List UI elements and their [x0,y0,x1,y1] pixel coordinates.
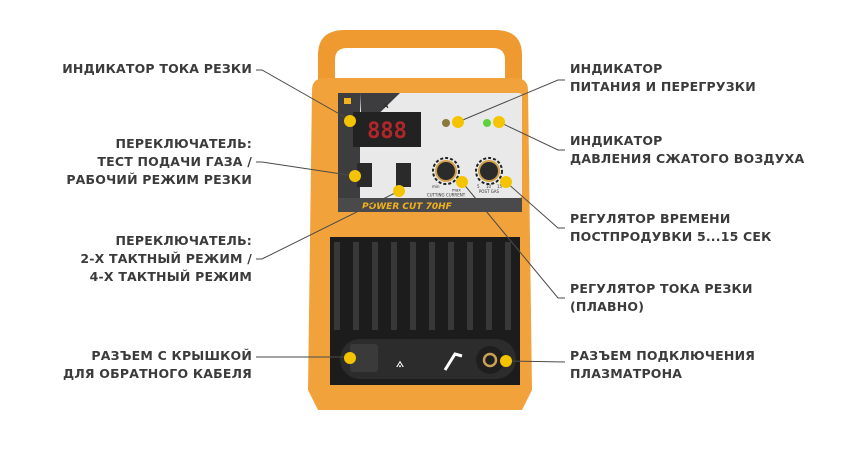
callout-dot [349,170,361,182]
gas-test-switch[interactable] [357,163,372,187]
label-pressure-indicator: ИНДИКАТОР [570,133,663,148]
vent-slot [505,242,511,330]
label-trigger-switch: ПЕРЕКЛЮЧАТЕЛЬ: [115,233,252,248]
label-gas-test-switch: ПЕРЕКЛЮЧАТЕЛЬ: [115,136,252,151]
plasma-cutter-device: A 888 CUTTING CURRENT min max POST GAS 5… [308,30,532,410]
vent-slot [467,242,473,330]
torch-socket[interactable] [476,346,504,374]
label-post-gas-knob: ПОСТПРОДУВКИ 5...15 СЕК [570,229,772,244]
knob2-mark: 5 [477,184,480,189]
vent-slot [353,242,359,330]
label-current-knob: (ПЛАВНО) [570,299,644,314]
vent-slot [372,242,378,330]
leader-line [461,181,565,299]
leader-line [498,121,565,151]
air-pressure-led [483,119,491,127]
label-power-indicator: ИНДИКАТОР [570,61,663,76]
vent-slot [448,242,454,330]
label-trigger-switch: 2-Х ТАКТНЫЙ РЕЖИМ / [80,251,252,266]
cutting-current-knob[interactable] [435,160,457,182]
label-gas-test-switch: ТЕСТ ПОДАЧИ ГАЗА / [97,154,252,169]
knob1-max: max [452,188,461,193]
callout-dot [500,176,512,188]
callout-dot [344,115,356,127]
label-torch-socket: РАЗЪЕМ ПОДКЛЮЧЕНИЯ [570,348,755,363]
model-name: POWER CUT 70HF [362,202,453,212]
leader-line [505,181,565,229]
model-strip [338,198,522,212]
logo-badge [344,98,351,104]
callout-dot [456,176,468,188]
label-post-gas-knob: РЕГУЛЯТОР ВРЕМЕНИ [570,211,731,226]
label-gas-test-switch: РАБОЧИЙ РЕЖИМ РЕЗКИ [66,172,252,187]
knob2-mark: 10 [486,184,492,189]
display-unit: A [383,102,389,110]
trigger-mode-switch[interactable] [396,163,411,187]
vent-slot [391,242,397,330]
vent-slots [334,242,511,330]
callout-dot [452,116,464,128]
vent-slot [429,242,435,330]
label-pressure-indicator: ДАВЛЕНИЯ СЖАТОГО ВОЗДУХА [570,151,804,166]
label-torch-socket: ПЛАЗМАТРОНА [570,366,682,381]
knob1-scale [432,157,460,185]
vent-slot [486,242,492,330]
handle [318,30,522,95]
leader-line [457,79,565,123]
return-cable-socket[interactable] [350,344,378,372]
knob2-mark: 15 [497,184,503,189]
callout-dot [493,116,505,128]
callout-dot [393,185,405,197]
label-power-indicator: ПИТАНИЯ И ПЕРЕГРУЗКИ [570,79,756,94]
knob1-min: min [432,184,440,189]
torch-socket-ring [482,352,498,368]
leader-lines [256,69,566,363]
current-display [353,112,421,147]
label-current-knob: РЕГУЛЯТОР ТОКА РЕЗКИ [570,281,753,296]
right-callouts: ИНДИКАТОР ПИТАНИЯ И ПЕРЕГРУЗКИ ИНДИКАТОР… [570,61,804,381]
knob2-caption: POST GAS [479,189,500,194]
leader-line [256,69,351,121]
post-gas-knob[interactable] [478,160,500,182]
callout-dot [344,352,356,364]
power-overload-led [442,119,450,127]
clamp-icon: ⟑ [396,355,405,371]
leader-line [256,161,356,177]
label-trigger-switch: 4-Х ТАКТНЫЙ РЕЖИМ [90,269,252,284]
knob1-caption: CUTTING CURRENT [427,193,466,198]
torch-icon [443,352,463,371]
connector-panel [340,339,516,379]
vent-slot [410,242,416,330]
callout-dot [500,355,512,367]
label-return-socket: РАЗЪЕМ С КРЫШКОЙ [91,348,252,363]
label-return-socket: ДЛЯ ОБРАТНОГО КАБЕЛЯ [63,366,252,381]
leader-line [505,360,566,363]
left-callouts: ИНДИКАТОР ТОКА РЕЗКИ ПЕРЕКЛЮЧАТЕЛЬ: ТЕСТ… [62,61,252,381]
vent-slot [334,242,340,330]
callout-dots [344,115,512,367]
label-current-indicator: ИНДИКАТОР ТОКА РЕЗКИ [62,61,252,76]
leader-line [256,190,400,260]
display-digits: 888 [367,119,407,144]
knob2-scale [475,157,503,185]
